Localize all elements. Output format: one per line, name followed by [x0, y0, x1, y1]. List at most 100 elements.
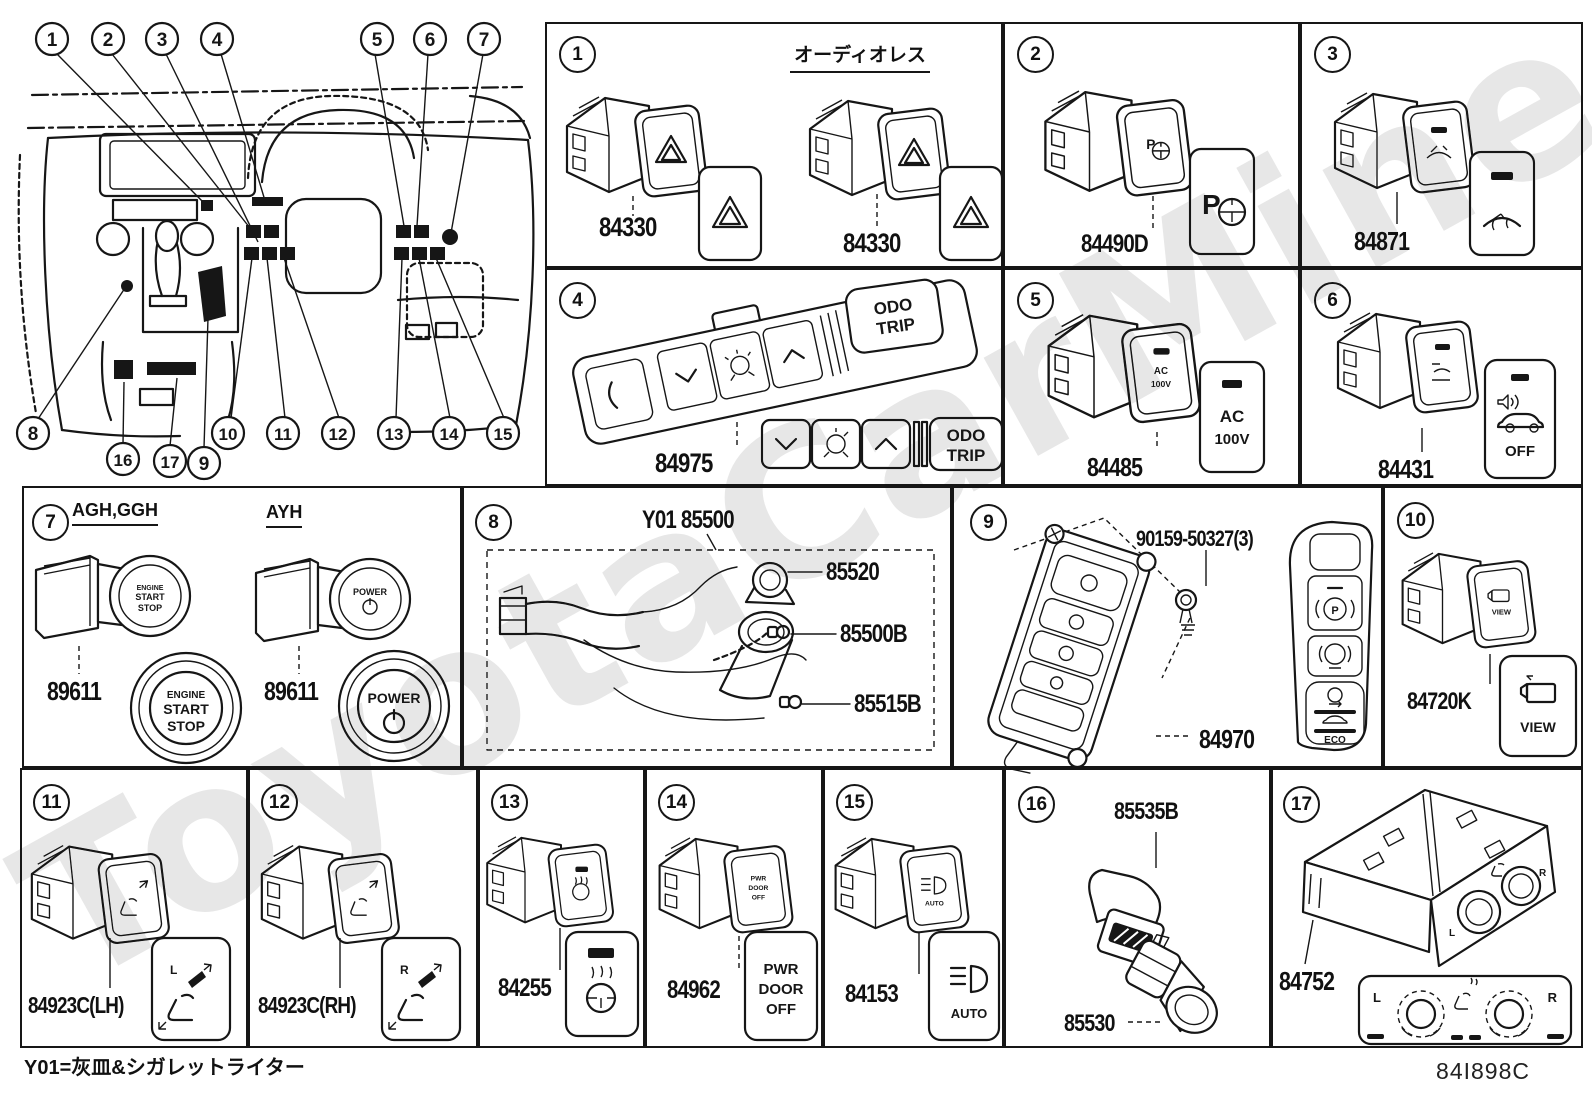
part-number-85515b: 85515B	[854, 690, 922, 718]
view-legend-plate: VIEW	[1498, 654, 1578, 758]
part-number-84255: 84255	[498, 974, 552, 1002]
cell-7-number: 7	[32, 504, 69, 541]
plate-ac: AC	[1220, 407, 1245, 426]
switch-illustration	[486, 835, 616, 970]
screw-part-number: 90159-50327(3)	[1136, 526, 1254, 551]
part-number-89611-left: 89611	[47, 676, 102, 706]
plate-side-l: L	[170, 963, 177, 977]
switch-illustration	[1336, 311, 1481, 452]
callout-4: 4	[212, 30, 223, 51]
callout-1: 1	[47, 30, 58, 51]
switch-illustration: PWR DOOR OFF	[658, 836, 795, 970]
power-legend: POWER	[337, 649, 451, 763]
callout-7: 7	[479, 30, 490, 51]
face-off: OFF	[752, 895, 765, 902]
callout-5: 5	[372, 30, 383, 51]
cell-10-camera-view-switch: 10 VIEW VIEW 84720K	[1383, 486, 1583, 768]
part-number-85500b: 85500B	[840, 620, 908, 648]
callout-12: 12	[329, 425, 348, 444]
face-door: DOOR	[748, 885, 768, 892]
assembly-boundary-box	[486, 549, 935, 751]
cell-1-number: 1	[559, 36, 596, 73]
legend-engine: ENGINE	[167, 690, 206, 701]
cell-16-power-outlet-socket: 16 85535B 85530	[1004, 768, 1271, 1048]
hazard-switch-left-illustration	[565, 95, 710, 216]
plate-auto: AUTO	[951, 1006, 988, 1021]
panel-legend-plate: P ECO	[1288, 520, 1374, 752]
svg-text:P: P	[1146, 137, 1155, 152]
cell-14-number: 14	[658, 784, 695, 821]
plate-side-r: R	[400, 963, 409, 977]
plate-p-label: P	[1331, 605, 1338, 617]
part-number-85530: 85530	[1064, 1010, 1115, 1037]
part-number-84330-right: 84330	[843, 228, 901, 258]
cell-5-number: 5	[1017, 282, 1054, 319]
cell-16-number: 16	[1018, 786, 1055, 823]
callout-13: 13	[385, 425, 404, 444]
callout-2: 2	[103, 30, 114, 51]
face-start: START	[135, 592, 165, 602]
part-number-84752: 84752	[1279, 966, 1335, 996]
power-switch-illustration: POWER	[254, 557, 412, 674]
plate-off: OFF	[1505, 443, 1535, 460]
cell-14-power-door-off-switch: 14 PWR DOOR OFF PWR DOOR OFF 84962	[645, 768, 823, 1048]
cell-6-number: 6	[1314, 282, 1351, 319]
switch-illustration: AUTO	[834, 836, 971, 974]
part-number-84923c-rh: 84923C(RH)	[258, 992, 356, 1018]
face-stop: STOP	[138, 603, 162, 613]
callout-leader-lines	[37, 53, 505, 449]
callout-10: 10	[219, 425, 238, 444]
callout-17: 17	[161, 453, 180, 472]
legend-start: START	[163, 701, 209, 717]
switch-illustration	[260, 844, 402, 988]
hazard-legend-plate-right	[938, 165, 1004, 262]
part-number-84490d: 84490D	[1081, 230, 1149, 258]
steering-heat-legend-plate	[564, 930, 640, 1038]
part-number-85535b: 85535B	[1114, 798, 1179, 825]
callout-6: 6	[425, 30, 436, 51]
switch-illustration: P	[1044, 89, 1195, 228]
cell-5-ac-100v-switch: 5 AC 100V AC 100V 84485	[1003, 268, 1300, 486]
cell-4-odo-trip-switch: 4 ODO TRIP	[545, 268, 1004, 486]
cell-1-header-audioless: オーディオレス	[790, 40, 930, 73]
switch-panel-illustration	[987, 517, 1207, 774]
auto-light-legend-plate: AUTO	[927, 930, 1001, 1042]
cell-3-defroster-switch: 3 84871	[1300, 22, 1583, 268]
cell-12-seat-switch-rh: 12 R 84923C(RH)	[248, 768, 478, 1048]
grade-header-ayh: AYH	[266, 502, 303, 528]
part-number-89611-right: 89611	[264, 676, 319, 706]
part-number-84431: 84431	[1378, 454, 1434, 484]
part-number-84975: 84975	[655, 448, 713, 478]
plate-volt: 100V	[1214, 431, 1249, 448]
part-number-84485: 84485	[1087, 452, 1143, 482]
plate-off: OFF	[766, 1001, 796, 1018]
cell-8-cigarette-lighter-assembly: 8 Y01 85500 85520 85500B 85515B	[462, 486, 952, 768]
callout-circles: 1 2 3 4 5 6 7 8 9 10 11 12 13 14 15 16 1…	[15, 21, 521, 481]
cell-4-number: 4	[559, 282, 596, 319]
dashboard-location-diagram: 1 2 3 4 5 6 7 8 9 10 11 12 13 14 15 16 1…	[15, 21, 535, 481]
plate-pwr: PWR	[764, 961, 799, 978]
callout-15: 15	[494, 425, 513, 444]
callout-9: 9	[199, 454, 210, 475]
callout-16: 16	[114, 451, 133, 470]
cell-10-number: 10	[1397, 502, 1434, 539]
hazard-switch-right-illustration	[808, 98, 953, 230]
cell-7-push-start-switch: 7 AGH,GGH AYH ENGINE START STOP ENGINE S…	[22, 486, 462, 768]
plate-l-label: L	[1373, 990, 1381, 1005]
hazard-legend-plate-left	[697, 165, 763, 262]
cell-9-number: 9	[970, 504, 1007, 541]
switch-illustration	[1333, 91, 1478, 224]
title-leader	[706, 533, 717, 551]
callout-11: 11	[274, 425, 292, 444]
cell-6-approach-warning-off-switch: 6 OFF 84431	[1300, 268, 1583, 486]
callout-8: 8	[28, 424, 39, 445]
part-number-84330-left: 84330	[599, 212, 657, 242]
plate-eco-label: ECO	[1324, 735, 1346, 746]
face-volt: 100V	[1151, 379, 1171, 389]
trip-plate-label: TRIP	[947, 446, 986, 465]
switch-illustration: VIEW	[1401, 551, 1538, 684]
engine-start-stop-switch-illustration: ENGINE START STOP	[34, 554, 192, 674]
grade-header-agh-ggh: AGH,GGH	[72, 500, 159, 526]
cell-8-number: 8	[475, 504, 512, 541]
face-engine: ENGINE	[137, 585, 164, 592]
